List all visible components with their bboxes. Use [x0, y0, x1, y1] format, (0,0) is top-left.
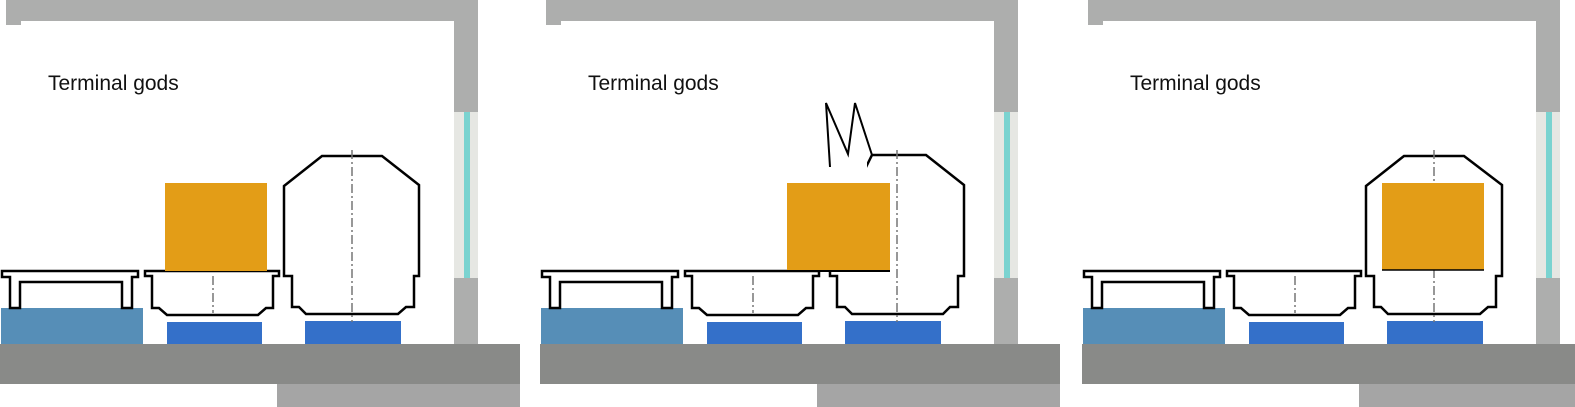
panel-title: Terminal gods — [588, 72, 719, 95]
cargo-box — [165, 183, 267, 271]
panel-3: Terminal gods — [1080, 0, 1575, 407]
cargo-box — [1382, 183, 1484, 270]
panel-title: Terminal gods — [1130, 72, 1261, 95]
panel-title: Terminal gods — [48, 72, 179, 95]
panel-2: Terminal gods — [538, 0, 1062, 407]
panel-1: Terminal gods — [0, 0, 522, 407]
collision-icon — [825, 102, 873, 168]
cargo-box — [787, 183, 890, 271]
